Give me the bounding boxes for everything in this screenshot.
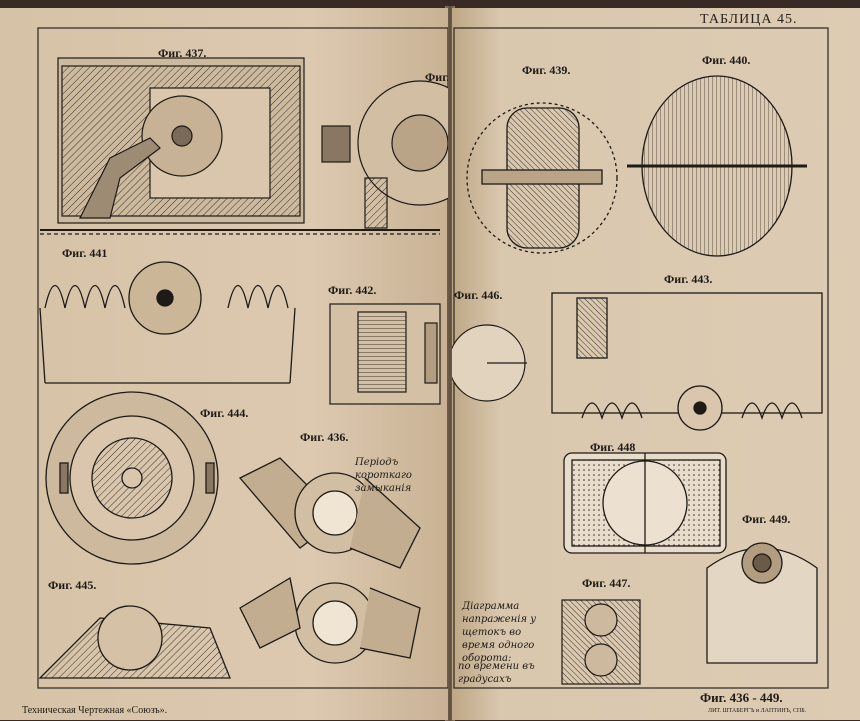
footer-credit: Техническая Чертежная «Союзъ». bbox=[22, 705, 168, 716]
fig447-drawing bbox=[561, 599, 641, 685]
fig449-label: Фиг. 449. bbox=[742, 512, 791, 526]
fig437-dynamo-drawing bbox=[40, 57, 440, 235]
fig444-label: Фиг. 444. bbox=[200, 406, 249, 420]
fig436-commutator-diagrams bbox=[238, 457, 421, 664]
short-circuit-period-note: Періодъ короткаго замыканія bbox=[355, 457, 412, 494]
voltage-diagram-note: Діаграмма напраженія у щетокъ во время о… bbox=[462, 601, 537, 664]
fig442-magnet-drawing bbox=[329, 303, 441, 405]
fig446-disk bbox=[452, 324, 527, 402]
right-page-drawings bbox=[452, 27, 829, 689]
fig443-label: Фиг. 443. bbox=[664, 272, 713, 286]
right-page: ТАБЛИЦА 45. Фиг. 439. Фиг. 440. Фиг. 446… bbox=[452, 8, 860, 720]
left-page-drawings bbox=[37, 27, 448, 689]
fig437-label: Фиг. 437. bbox=[158, 46, 207, 60]
fig448-label: Фиг. 448 bbox=[590, 440, 636, 454]
fig439-armature bbox=[466, 102, 618, 254]
fig441-coil-circuit bbox=[39, 261, 296, 384]
fig438-label: Фиг. 438. bbox=[425, 70, 448, 84]
fig447-label: Фиг. 447. bbox=[582, 576, 631, 590]
printer-credit: ЛИТ. ШТАБЕРГЪ и ЛАПТИНЪ, СПБ. bbox=[708, 708, 807, 714]
fig442-label: Фиг. 442. bbox=[328, 283, 377, 297]
time-degrees-note: по времени въ градусахъ bbox=[458, 661, 535, 685]
fig443-circuit bbox=[551, 292, 823, 431]
fig440-ring-armature bbox=[627, 75, 807, 257]
fig445-brush-drawing bbox=[38, 605, 231, 679]
fig439-label: Фиг. 439. bbox=[522, 63, 571, 77]
fig436-label: Фиг. 436. bbox=[300, 430, 349, 444]
table-title: ТАБЛИЦА 45. bbox=[700, 12, 798, 27]
fig449-drawing bbox=[706, 542, 818, 664]
fig446-label: Фиг. 446. bbox=[454, 288, 503, 302]
fig444-brush-holder bbox=[45, 391, 219, 565]
fig448-field-diagram bbox=[563, 452, 727, 554]
fig440-label: Фиг. 440. bbox=[702, 53, 751, 67]
fig445-label: Фиг. 445. bbox=[48, 578, 97, 592]
left-page: Фиг. 437. Фиг. 438. Фиг. 441 Фиг. 442. Ф… bbox=[0, 8, 448, 720]
figure-range-label: Фиг. 436 - 449. bbox=[700, 690, 783, 705]
fig441-label: Фиг. 441 bbox=[62, 246, 108, 260]
fig438-end-shield-drawing bbox=[321, 80, 448, 229]
book-spine bbox=[445, 6, 455, 721]
